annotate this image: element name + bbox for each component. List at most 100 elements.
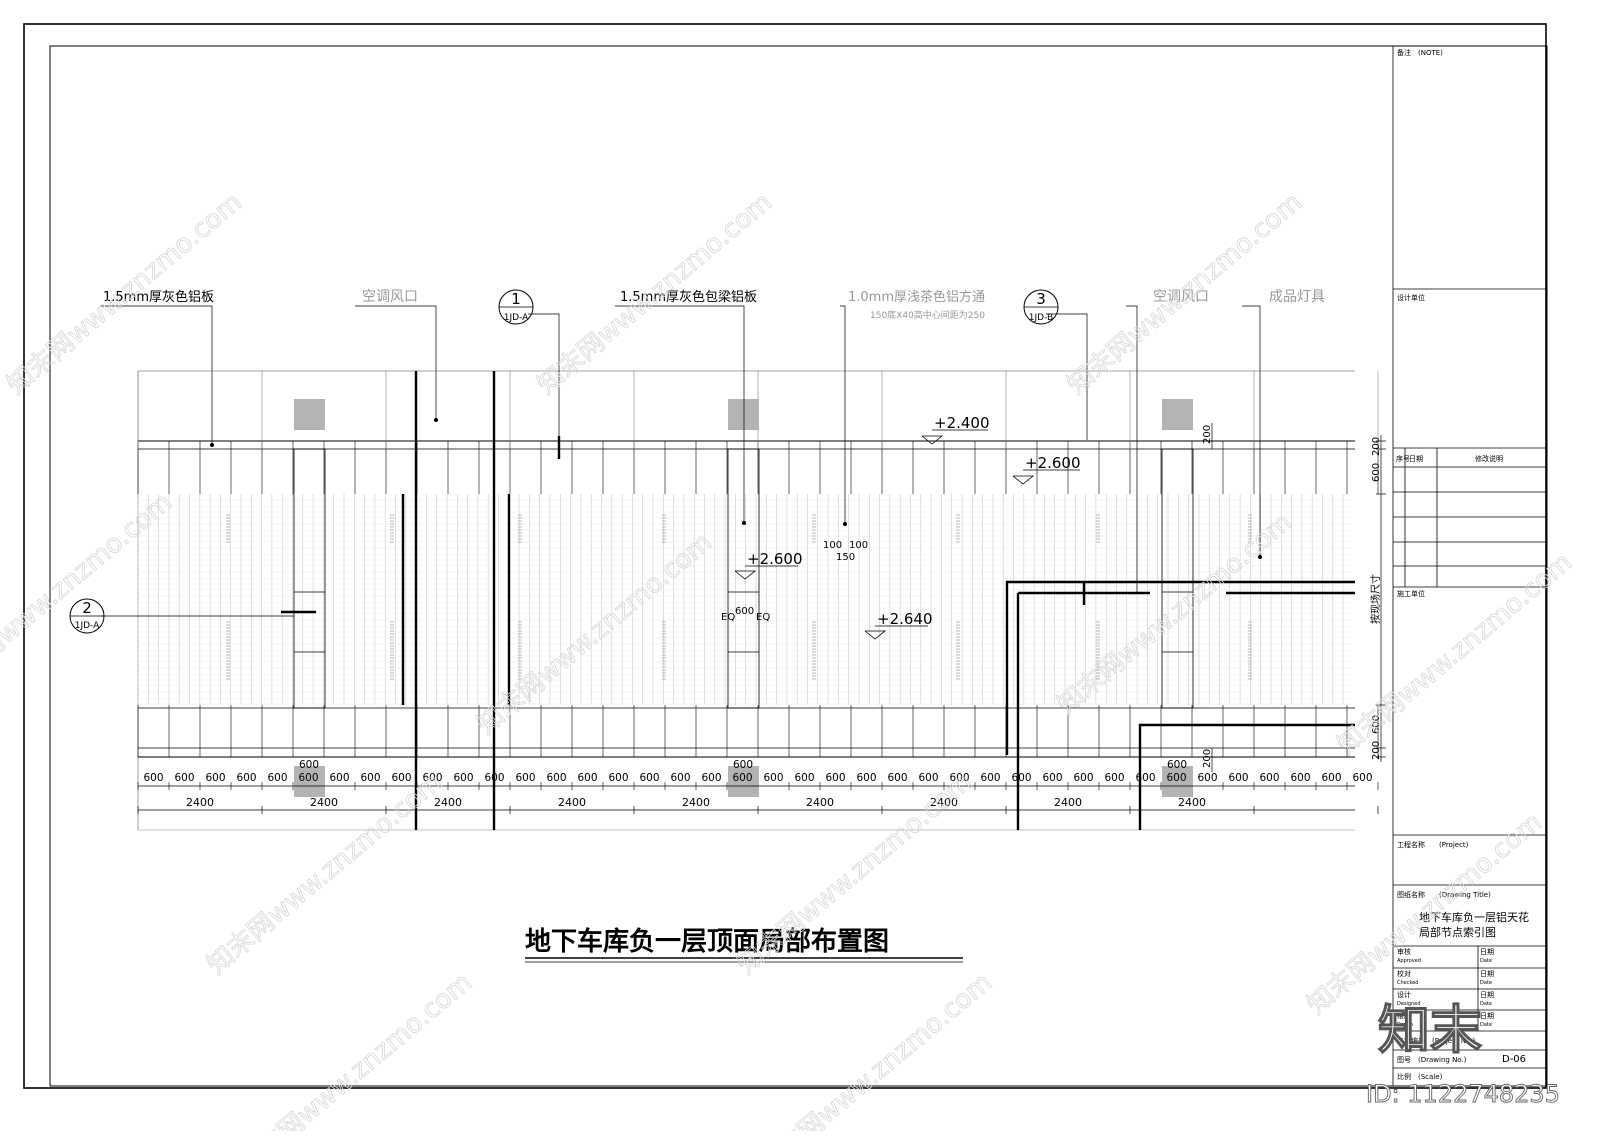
dim-text: 2400 [1054, 796, 1082, 809]
svg-text:2: 2 [82, 599, 92, 617]
label-ac-vent: 空调风口 [362, 289, 418, 305]
ac-vent [1162, 399, 1193, 430]
dim-text: 200 [1202, 425, 1213, 444]
title-block [1392, 46, 1547, 1086]
dimension-lines [138, 785, 1355, 811]
level-text: +2.640 [877, 610, 933, 628]
dim-text: 600 [453, 772, 473, 784]
dim-text: 600 [1321, 772, 1341, 784]
dim-text: 600 [391, 772, 411, 784]
callout-1: 1 1JD-A [498, 289, 534, 325]
dim-text: 600 [1135, 772, 1155, 784]
drawing-title: 地下车库负一层顶面局部布置图 [525, 926, 889, 957]
dim-text: 600 [1290, 772, 1310, 784]
dim-text: 600 [887, 772, 907, 784]
dimension-row-600: 600 600 600 600 600 600 600 600 600 600 600 600 600 6… [143, 759, 1372, 784]
dim-text: 600 [515, 772, 535, 784]
label-ac-vent: 空调风口 [1153, 289, 1209, 305]
tb-drawing-title-2: 局部节点索引图 [1419, 925, 1496, 939]
dim-text: 600 [1073, 772, 1093, 784]
tb-date: 日期 [1480, 948, 1494, 956]
dim-text: 2400 [310, 796, 338, 809]
label-tea-strip: 1.0mm厚浅茶色铝方通 [848, 289, 985, 305]
svg-text:1JD-A: 1JD-A [75, 621, 100, 631]
ac-vent [1162, 766, 1193, 797]
svg-text:1JD-A: 1JD-A [504, 313, 529, 323]
tb-construction-unit: 施工单位 [1397, 589, 1425, 598]
dim-text: 600 [608, 772, 628, 784]
dim-text: 600 [670, 772, 690, 784]
label-tea-strip-note: 150底X40高中心间距为250 [870, 309, 985, 321]
site-watermark: 知末网www.znzmo.com [0, 487, 178, 700]
dim-text: 2400 [682, 796, 710, 809]
dim-text: 2400 [434, 796, 462, 809]
dim-text: 600 [825, 772, 845, 784]
svg-text:3: 3 [1036, 290, 1046, 308]
level-text: +2.600 [747, 550, 803, 568]
tb-note: 备注 (NOTE) [1397, 48, 1443, 57]
dim-text: 100 [823, 540, 842, 551]
dim-text: 200 [1202, 749, 1213, 768]
dim-text: 600 [298, 772, 318, 784]
dim-text: EQ [721, 612, 735, 623]
dim-text: 600 [1167, 759, 1187, 771]
dim-text: 600 [918, 772, 938, 784]
label-gray-panel: 1.5mm厚灰色铝板 [103, 289, 214, 305]
ac-vent [728, 399, 759, 430]
dim-text: 200 [1371, 741, 1382, 760]
tb-rev-date: 日期 [1409, 455, 1423, 463]
dim-text: 600 [735, 606, 754, 617]
dim-text: 600 [236, 772, 256, 784]
level-marks: +2.400 +2.600 +2.600 +2.640 [747, 414, 1081, 628]
level-text: +2.600 [1025, 454, 1081, 472]
tb-project: 工程名称 (Project) [1397, 840, 1469, 849]
brand-watermark: 知末 [1378, 1001, 1482, 1061]
dim-text: 2400 [806, 796, 834, 809]
tb-drawn: 绘图 [1397, 1011, 1411, 1020]
label-site-dim: 按现场尺寸 [1369, 574, 1382, 624]
dim-text: 2400 [186, 796, 214, 809]
tb-date: 日期 [1480, 970, 1494, 978]
dim-text: 600 [1228, 772, 1248, 784]
tb-date: 日期 [1480, 1012, 1494, 1020]
dim-text: 2400 [1178, 796, 1206, 809]
dim-text: 600 [422, 772, 442, 784]
tb-project-no: 工程编号 (Project No.) [1397, 1036, 1476, 1045]
dim-text: 600 [1104, 772, 1124, 784]
tb-rev-desc: 修改说明 [1475, 454, 1503, 463]
tb-design-unit: 设计单位 [1397, 293, 1425, 302]
dim-text: 150 [836, 552, 855, 563]
dim-text: 2400 [558, 796, 586, 809]
site-watermark: 知末网www.znzmo.com [1332, 547, 1578, 760]
tb-checked-en: Checked [1397, 980, 1418, 986]
dim-text: 600 [1259, 772, 1279, 784]
dim-text: 600 [1042, 772, 1062, 784]
dim-text: 600 [546, 772, 566, 784]
tb-approved: 审核 [1397, 947, 1411, 956]
dim-text: 600 [174, 772, 194, 784]
dim-text: 600 [360, 772, 380, 784]
dim-text: 600 [1371, 463, 1382, 482]
dim-text: 600 [639, 772, 659, 784]
dim-text: 200 [1371, 437, 1382, 456]
ac-vent [294, 766, 325, 797]
dimension-row-2400: 2400 2400 2400 2400 2400 2400 2400 2400 2400 [186, 796, 1206, 809]
label-fixture: 成品灯具 [1269, 289, 1325, 305]
dim-text: 600 [484, 772, 504, 784]
dim-text: 600 [1352, 772, 1372, 784]
dim-text: 600 [732, 772, 752, 784]
tb-approved-en: Approved [1397, 958, 1421, 964]
dim-text: 600 [205, 772, 225, 784]
dim-text: 100 [849, 540, 868, 551]
detail-callouts: 1 1JD-A 3 1JD-B 2 1JD-A [69, 289, 1059, 634]
dim-text: 600 [701, 772, 721, 784]
id-watermark: ID: 1122748235 [1366, 1080, 1560, 1108]
dim-text: 600 [949, 772, 969, 784]
dim-text: 600 [763, 772, 783, 784]
tb-date-en: Date [1480, 958, 1492, 964]
dim-text: 2400 [930, 796, 958, 809]
annotation-labels: 1.5mm厚灰色铝板 空调风口 1.5mm厚灰色包梁铝板 1.0mm厚浅茶色铝方… [103, 289, 1382, 624]
tb-designed: 设计 [1397, 990, 1411, 999]
